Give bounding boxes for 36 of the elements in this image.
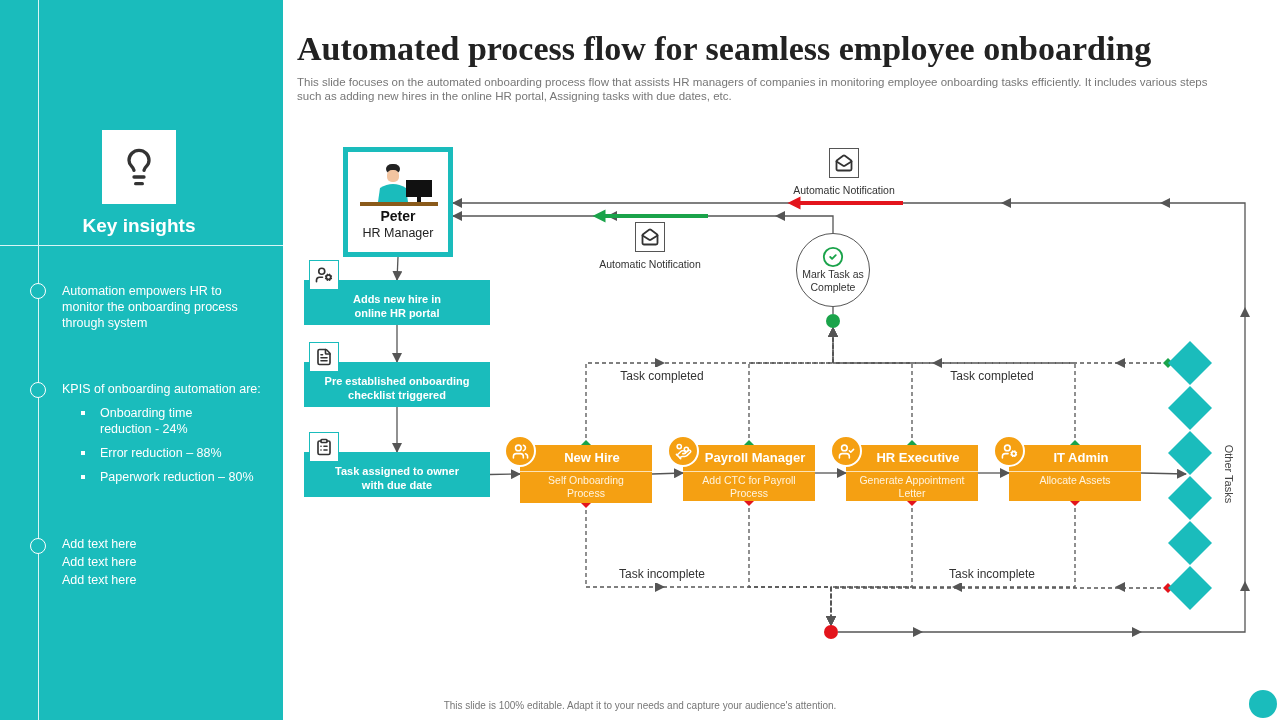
insight-text: Automation empowers HR to monitor the onboarding process through system <box>62 283 239 331</box>
diamond-shape <box>1168 386 1212 430</box>
diamond-shape <box>1168 341 1212 385</box>
side-label: Other Tasks <box>1222 444 1237 504</box>
circle-label: Mark Task as Complete <box>802 268 864 294</box>
insight-text: Add text here <box>62 554 138 570</box>
profile-card <box>343 147 453 257</box>
person-name: Peter <box>380 208 416 226</box>
box-label: Pre established onboarding checklist triggered <box>323 374 471 402</box>
job-title: HR Manager <box>362 225 434 242</box>
role-description: Self Onboarding Process <box>547 474 625 500</box>
box-label: Adds new hire in online HR portal <box>352 292 442 320</box>
role-title: IT Admin <box>1052 449 1109 468</box>
role-description: Generate Appointment Letter <box>858 474 966 500</box>
notification-label: Automatic Notification <box>792 183 896 198</box>
panel-heading: Key insights <box>81 214 197 238</box>
role-description: Add CTC for Payroll Process <box>701 474 797 500</box>
slide-title: Automated process flow for seamless employee onboarding <box>297 29 1152 69</box>
role-title: New Hire <box>563 449 620 468</box>
insight-text: Add text here <box>62 536 138 552</box>
bullet-text: Error reduction – 88% <box>100 445 223 461</box>
insight-text: Add text here <box>62 572 138 588</box>
diamond-shape <box>1168 566 1212 610</box>
footer-note: This slide is 100% editable. Adapt it to your needs and capture your audience's attention. <box>442 699 838 713</box>
notification-label: Automatic Notification <box>598 257 702 272</box>
insight-text: KPIS of onboarding automation are: <box>62 381 262 397</box>
role-title: HR Executive <box>875 449 960 468</box>
diamond-shape <box>1168 476 1212 520</box>
diamond-shape <box>1168 431 1212 475</box>
bullet-text: Paperwork reduction – 80% <box>100 469 255 485</box>
bullet-text: Onboarding time reduction - 24% <box>100 405 194 437</box>
role-title: Payroll Manager <box>703 449 806 468</box>
box-label: Task assigned to owner with due date <box>334 464 460 492</box>
diamond-shape <box>1168 521 1212 565</box>
role-description: Allocate Assets <box>1038 474 1112 487</box>
slide-description: This slide focuses on the automated onboarding process flow that assists HR managers of companies in monitoring employee onboarding tasks efficiently. It includes various steps such as adding new hires in the online HR portal, Assigning tasks with due dates, etc. <box>297 75 1209 103</box>
